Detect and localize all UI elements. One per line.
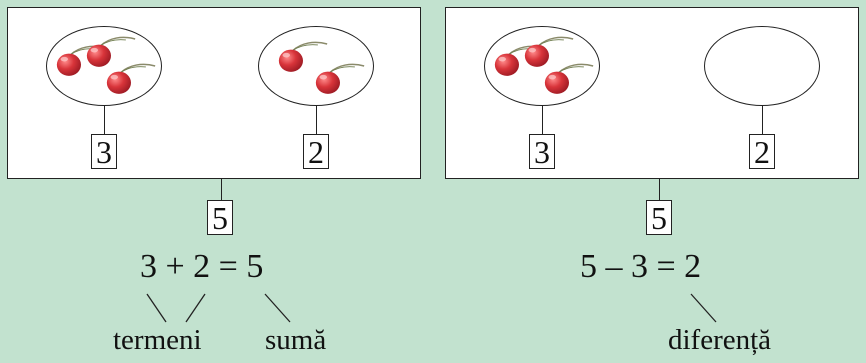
addition-panel: 3 2	[7, 7, 421, 179]
connector-line	[104, 106, 105, 134]
left-count-box: 3	[529, 134, 555, 169]
subtraction-equation: 5 – 3 = 2	[580, 248, 702, 285]
total-box: 5	[646, 200, 672, 235]
sum-label: sumă	[265, 324, 327, 356]
left-set-oval	[484, 26, 600, 106]
connector-line	[542, 106, 543, 134]
left-set-oval	[46, 26, 162, 106]
right-set-oval	[258, 26, 374, 106]
empty-set-oval	[704, 26, 820, 106]
connector-line	[762, 106, 763, 134]
connector-line	[316, 106, 317, 134]
addition-equation: 3 + 2 = 5	[140, 248, 264, 285]
total-connector-line	[221, 179, 222, 200]
term-pointer-line	[185, 293, 206, 323]
sum-pointer-line	[264, 293, 291, 323]
right-count-box: 2	[749, 134, 775, 169]
subtraction-panel: 3 2	[445, 7, 859, 179]
term-pointer-line	[146, 293, 167, 323]
terms-label: termeni	[113, 324, 202, 356]
right-count-box: 2	[303, 134, 329, 169]
difference-pointer-line	[690, 293, 717, 323]
total-box: 5	[207, 200, 233, 235]
left-count-box: 3	[91, 134, 117, 169]
total-connector-line	[659, 179, 660, 200]
difference-label: diferență	[668, 324, 772, 356]
